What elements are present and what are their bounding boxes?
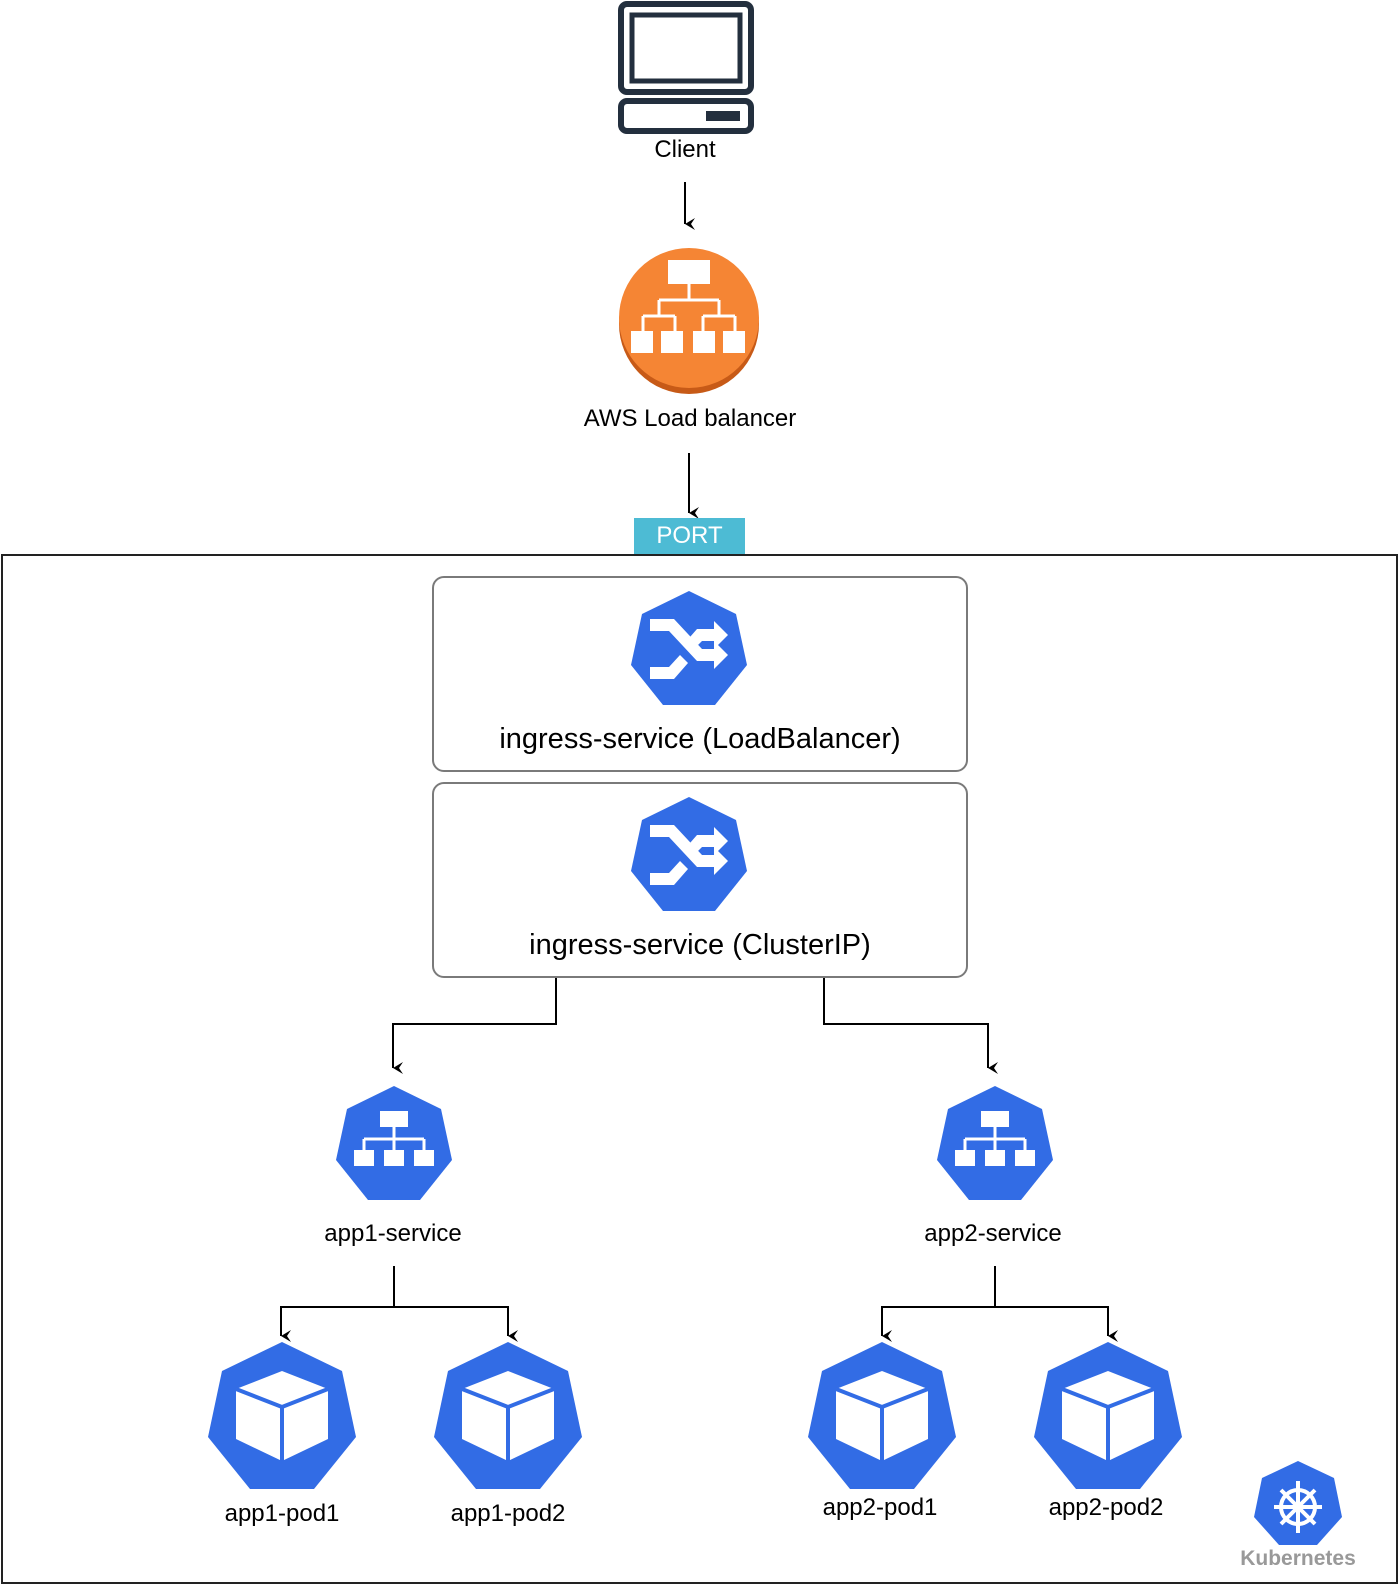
arrow-app2-to-pod1 (881, 1266, 996, 1342)
kubernetes-logo-icon (1254, 1461, 1342, 1545)
app2-service-icon (937, 1086, 1053, 1200)
ingress-loadbalancer-label: ingress-service (LoadBalancer) (499, 723, 901, 755)
arrow-app1-to-pod1 (280, 1266, 395, 1342)
client-computer-icon (618, 1, 754, 134)
aws-load-balancer-icon (619, 248, 759, 394)
app2-pod1-icon (808, 1342, 956, 1489)
app2-pod1-label: app2-pod1 (822, 1494, 938, 1521)
arrow-ingress-to-app1 (392, 978, 557, 1074)
app1-pod2-label: app1-pod2 (450, 1500, 566, 1527)
app1-service-icon (336, 1086, 452, 1200)
ingress-clusterip-icon (631, 797, 747, 911)
client-label: Client (654, 136, 716, 163)
arrow-ingress-to-app2 (823, 978, 998, 1074)
ingress-loadbalancer-icon (631, 591, 747, 705)
app2-service-label: app2-service (924, 1220, 1062, 1247)
app2-pod2-label: app2-pod2 (1048, 1494, 1164, 1521)
app1-pod1-icon (208, 1342, 356, 1489)
app1-pod2-icon (434, 1342, 582, 1489)
app2-pod2-icon (1034, 1342, 1182, 1489)
app1-service-label: app1-service (324, 1220, 462, 1247)
aws-load-balancer-label: AWS Load balancer (583, 405, 797, 432)
arrow-app2-to-pod2 (995, 1306, 1118, 1342)
kubernetes-cluster-frame (1, 554, 1398, 1584)
ingress-clusterip-label: ingress-service (ClusterIP) (529, 929, 871, 961)
app1-pod1-label: app1-pod1 (224, 1500, 340, 1527)
arrow-app1-to-pod2 (394, 1306, 518, 1342)
port-badge: PORT (634, 518, 745, 554)
kubernetes-logo-label: Kubernetes (1240, 1547, 1356, 1570)
